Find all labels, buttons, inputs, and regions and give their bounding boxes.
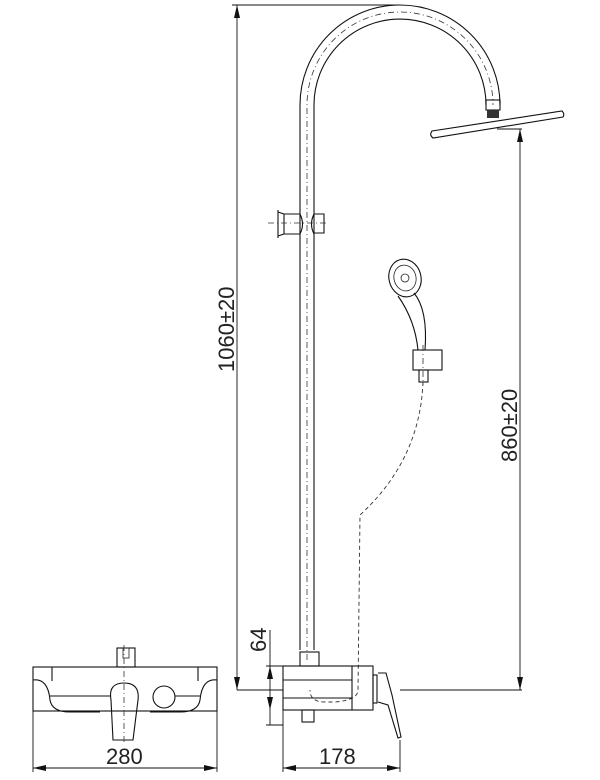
head-height-label: 860±20 [497,389,522,462]
mixer-offset-label: 64 [246,628,271,652]
mixer-width-label: 280 [106,744,143,769]
dimension-total-height: 1060±20 [214,4,400,691]
rain-shower-head [430,110,565,139]
shower-hose [309,381,424,703]
dimension-mixer-depth: 178 [282,710,401,772]
shower-arm-nut [487,110,499,118]
slide-bracket [268,210,326,238]
dimension-mixer-offset: 64 [246,628,283,726]
total-height-label: 1060±20 [214,287,239,373]
dimension-head-height: 860±20 [400,128,523,691]
dimension-mixer-width: 280 [32,711,218,772]
mixer-front-view [32,645,218,742]
mixer-depth-label: 178 [319,744,356,769]
riser-pipe [299,4,501,660]
mixer-side-view [282,651,402,739]
hand-shower [388,258,443,385]
